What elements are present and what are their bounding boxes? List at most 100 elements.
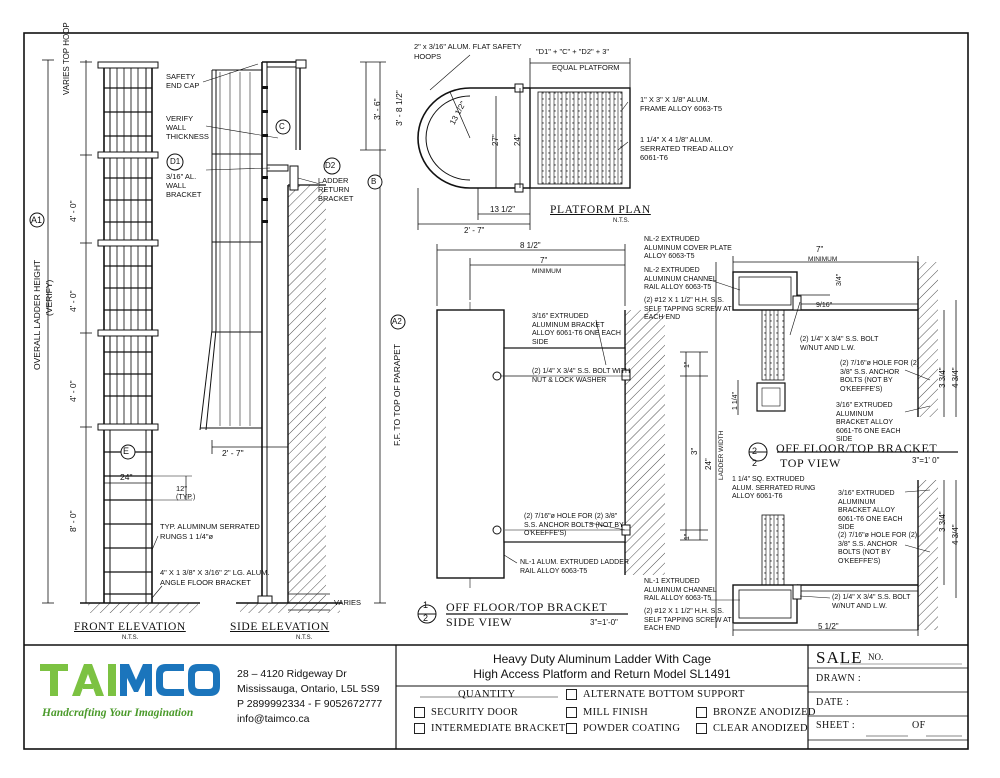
dim-24-top: 24" bbox=[704, 458, 713, 470]
tag-a2: A2 bbox=[392, 317, 402, 326]
option-security-door[interactable]: SECURITY DOOR bbox=[414, 707, 518, 718]
end-cap-note: SAFETY END CAP bbox=[166, 72, 200, 90]
top-view-subtitle: TOP VIEW bbox=[780, 456, 841, 470]
side-view-num-1: 1 bbox=[423, 600, 429, 610]
hole2-note-top: (2) 7/16"ø HOLE FOR (2) 3/8" S.S. ANCHOR… bbox=[838, 532, 918, 565]
tag-e: E bbox=[123, 446, 130, 456]
dim-4-3-4: 4 3/4" bbox=[951, 367, 960, 388]
varies-top-hoop-label: VARIES TOP HOOP bbox=[62, 22, 71, 95]
product-title-line2: High Access Platform and Return Model SL… bbox=[473, 667, 731, 681]
wall-bracket-note: 3/16" AL. WALL BRACKET bbox=[166, 172, 202, 199]
bracket2-note-top: 3/16" EXTRUDED ALUMINUM BRACKET ALLOY 60… bbox=[838, 490, 903, 531]
platform-formula: "D1" + "C" + "D2" + 3" bbox=[536, 47, 610, 56]
sheet-border bbox=[23, 32, 969, 750]
option-intermediate-bracket[interactable]: INTERMEDIATE BRACKET bbox=[414, 723, 566, 734]
tag-a1: A1 bbox=[31, 215, 43, 225]
checkbox[interactable] bbox=[414, 723, 425, 734]
tag-b: B bbox=[371, 177, 377, 186]
option-powder-coating[interactable]: POWDER COATING bbox=[566, 723, 680, 734]
checkbox[interactable] bbox=[696, 707, 707, 718]
dim-4-0-a: 4' - 0" bbox=[68, 200, 78, 222]
top-view-bracket bbox=[709, 256, 958, 636]
dim-5-1-2: 5 1/2" bbox=[818, 622, 839, 631]
sheet-of-label: OF bbox=[912, 720, 926, 731]
dim-24-plan: 24" bbox=[513, 134, 522, 146]
dim-8-0: 8' - 0" bbox=[68, 510, 78, 532]
bracket-note-side: 3/16" EXTRUDED ALUMINUM BRACKET ALLOY 60… bbox=[532, 313, 621, 346]
top-view-num-2: 2 bbox=[752, 458, 758, 468]
dim-9-16: 9/16" bbox=[816, 302, 833, 309]
dim-4-3-4-b: 4 3/4" bbox=[951, 524, 960, 545]
dim-3-3-4-b: 3 3/4" bbox=[938, 511, 947, 532]
dim-4-0-c: 4' - 0" bbox=[68, 380, 78, 402]
verify-label: (VERIFY) bbox=[44, 279, 54, 316]
dim-3-6: 3' - 6" bbox=[372, 98, 382, 120]
minimum-top: MINIMUM bbox=[808, 256, 838, 263]
frame-note: 1" X 3" X 1/8" ALUM. FRAME ALLOY 6063-T5 bbox=[640, 95, 722, 113]
tag-d2: D2 bbox=[325, 161, 336, 170]
top-view-title: OFF FLOOR/TOP BRACKET bbox=[776, 441, 938, 455]
checkbox[interactable] bbox=[414, 707, 425, 718]
dim-4-0-b: 4' - 0" bbox=[68, 290, 78, 312]
sale-label: SALE bbox=[816, 648, 863, 667]
screw2-note-top: (2) #12 X 1 1/2" H.H. S.S. SELF TAPPING … bbox=[644, 608, 732, 632]
rung-spacing-label: 12" bbox=[176, 484, 188, 493]
dim-3-3-4: 3 3/4" bbox=[938, 367, 947, 388]
screw-note-top: (2) #12 X 1 1/2" H.H. S.S. SELF TAPPING … bbox=[644, 297, 732, 321]
rung-note-top: 1 1/4" SQ. EXTRUDED ALUM. SERRATED RUNG … bbox=[732, 476, 816, 500]
angle-note: 4" X 1 3/8" X 3/16" 2" LG. ALUM. ANGLE F… bbox=[160, 568, 270, 587]
dim-1-b: 1" bbox=[684, 533, 691, 540]
side-elevation-title: SIDE ELEVATION bbox=[230, 621, 330, 633]
platform-plan-scale: N.T.S. bbox=[613, 218, 630, 224]
rail-note-side: NL-1 ALUM. EXTRUDED LADDER RAIL ALLOY 60… bbox=[520, 559, 629, 575]
side-view-scale: 3"=1'-0" bbox=[590, 618, 618, 627]
checkbox[interactable] bbox=[696, 723, 707, 734]
bracket-note-top: 3/16" EXTRUDED ALUMINUM BRACKET ALLOY 60… bbox=[836, 402, 901, 443]
platform-plan-title: PLATFORM PLAN bbox=[550, 204, 651, 216]
side-view-bracket bbox=[417, 244, 717, 628]
company-address-2: Mississauga, Ontario, L5L 5S9 bbox=[237, 683, 380, 695]
option-clear-anodized[interactable]: CLEAR ANODIZED bbox=[696, 723, 808, 734]
company-email[interactable]: info@taimco.ca bbox=[237, 713, 310, 725]
side-view-subtitle: SIDE VIEW bbox=[446, 615, 513, 629]
varies-label: VARIES bbox=[334, 598, 361, 607]
checkbox[interactable] bbox=[566, 689, 577, 700]
company-address-1: 28 – 4120 Ridgeway Dr bbox=[237, 668, 347, 680]
option-bronze-anodized[interactable]: BRONZE ANODIZED bbox=[696, 707, 816, 718]
ladder-width-label: LADDER WIDTH bbox=[718, 430, 725, 480]
bolt2-note-top: (2) 1/4" X 3/4" S.S. BOLT W/NUT AND L.W. bbox=[832, 594, 911, 610]
dim-3-side: 3" bbox=[690, 447, 699, 455]
taimco-logo-mark bbox=[40, 664, 220, 696]
return-bracket-note: LADDER RETURN BRACKET bbox=[318, 176, 354, 203]
channel2-note-top: NL-1 EXTRUDED ALUMINUM CHANNEL RAIL ALLO… bbox=[644, 578, 717, 602]
channel-note-top: NL-2 EXTRUDED ALUMINUM CHANNEL RAIL ALLO… bbox=[644, 267, 717, 291]
dim-3-4: 3/4" bbox=[836, 273, 843, 286]
minimum-side: MINIMUM bbox=[532, 268, 562, 275]
sheet-label: SHEET : bbox=[816, 720, 856, 731]
width-24-label: 24" bbox=[120, 472, 133, 482]
drawn-label: DRAWN : bbox=[816, 673, 862, 684]
checkbox[interactable] bbox=[566, 723, 577, 734]
platform-plan bbox=[417, 54, 631, 230]
date-label: DATE : bbox=[816, 697, 850, 708]
dim-2-7: 2' - 7" bbox=[222, 448, 244, 458]
front-elevation bbox=[29, 59, 200, 613]
tag-d1: D1 bbox=[170, 157, 181, 166]
checkbox[interactable] bbox=[566, 707, 577, 718]
dim-8-half: 8 1/2" bbox=[520, 241, 541, 250]
company-logo bbox=[40, 662, 220, 698]
side-view-num-2: 2 bbox=[423, 613, 429, 623]
hole-note-top: (2) 7/16"ø HOLE FOR (2) 3/8" S.S. ANCHOR… bbox=[840, 360, 920, 393]
top-view-num-1: 2 bbox=[752, 446, 758, 456]
dim-7-side: 7" bbox=[540, 256, 548, 265]
overall-height-label: OVERALL LADDER HEIGHT bbox=[32, 259, 42, 370]
cover-plate-note: NL-2 EXTRUDED ALUMINUM COVER PLATE ALLOY… bbox=[644, 236, 732, 260]
dim-1-1-4: 1 1/4" bbox=[732, 391, 739, 410]
option-mill-finish[interactable]: MILL FINISH bbox=[566, 707, 648, 718]
option-alternate-bottom[interactable]: ALTERNATE BOTTOM SUPPORT bbox=[566, 689, 745, 700]
side-elevation bbox=[166, 59, 406, 613]
safety-hoops-note: 2" x 3/16" ALUM. FLAT SAFETY HOOPS bbox=[414, 42, 522, 61]
product-title-line1: Heavy Duty Aluminum Ladder With Cage bbox=[492, 652, 712, 666]
dim-13-half: 13 1/2" bbox=[490, 205, 516, 214]
